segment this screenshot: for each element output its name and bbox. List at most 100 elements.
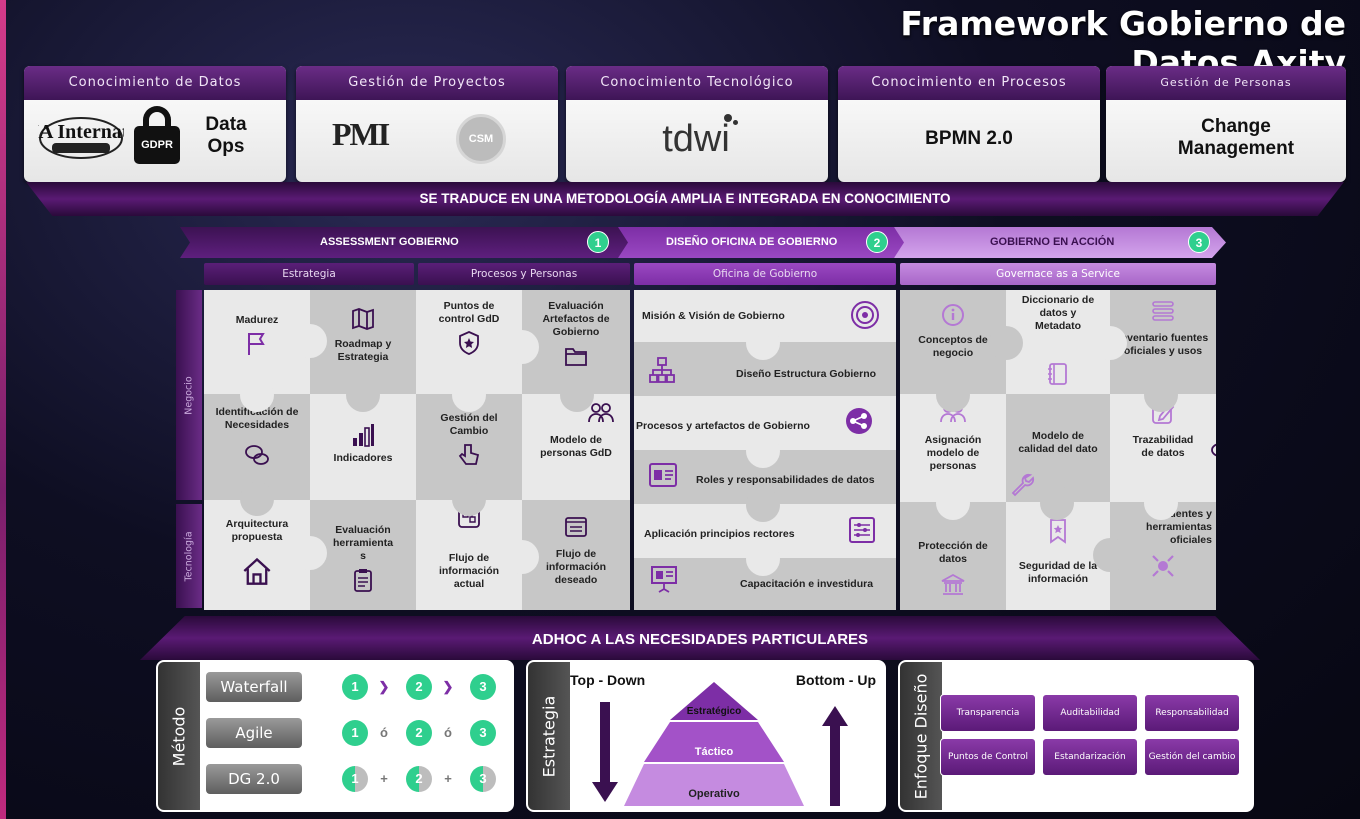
tile-artefactos: Evaluación Artefactos de Gobierno [522, 290, 630, 394]
map-icon [352, 308, 374, 330]
banner-top-text: SE TRADUCE EN UNA METODOLOGÍA AMPLIA E I… [419, 191, 951, 206]
hand-pointer-icon [458, 444, 480, 465]
puzzle-nub [346, 378, 380, 412]
presentation-board-icon [651, 566, 677, 593]
card-tecnologico: Conocimiento Tecnológico tdwi [566, 66, 828, 182]
flag-icon [248, 333, 265, 355]
tile-asignacion: Asignación modelo de personas [900, 394, 1006, 502]
office-row-label: Misión & Visión de Gobierno [642, 310, 785, 322]
sparkle-icon [1152, 555, 1174, 577]
office-row-label: Aplicación principios rectores [644, 528, 795, 540]
puzzle-nub [936, 378, 970, 412]
tile-label: Identificación de Necesidades [215, 406, 299, 431]
tile-label: Gestión del Cambio [440, 412, 498, 437]
gdpr-lock-icon: GDPR [134, 106, 180, 164]
puzzle-nub [1040, 486, 1074, 520]
pyramid-level-estrategico: Estratégico [686, 706, 742, 717]
dama-wordmark: DAMA International [38, 121, 124, 143]
subhead-oficina: Oficina de Gobierno [634, 263, 896, 285]
card-label: Conocimiento en Procesos [838, 66, 1100, 100]
method-label-text: Método [169, 706, 189, 766]
house-icon [243, 557, 271, 585]
arrow-chevron: ❯ [442, 679, 454, 694]
puzzle-nub [746, 326, 780, 360]
puzzle-nub [505, 330, 539, 364]
method-waterfall: Waterfall [206, 672, 302, 702]
phase-number-badge: 1 [587, 231, 609, 253]
tile-flujo-actual: Flujo de información actual [416, 500, 522, 610]
puzzle-nub [505, 540, 539, 574]
method-panel: Método Waterfall Agile DG 2.0 1 ❯ 2 ❯ 3 … [156, 660, 514, 812]
step-circle: 3 [470, 674, 496, 700]
tile-label: Fuentes y herramientas oficiales [1146, 508, 1212, 546]
subhead-gaas: Governace as a Service [900, 263, 1216, 285]
bpmn-text: BPMN 2.0 [925, 128, 1013, 149]
sliders-icon [849, 517, 875, 543]
tile-label: Inventario fuentes oficiales y usos [1117, 332, 1209, 357]
step-circle: 2 [406, 674, 432, 700]
step-circle: 3 [470, 720, 496, 746]
bookmark-star-icon [1050, 519, 1066, 544]
tdwi-wordmark: tdwi [662, 118, 730, 160]
tile-label: Evaluación herramienta s [332, 524, 394, 562]
puzzle-nub [293, 536, 327, 570]
id-card-icon [649, 463, 677, 487]
tile-label: Modelo de personas GdD [540, 434, 612, 459]
row-label-text: Negocio [183, 375, 195, 415]
row-label-text: Tecnología [183, 530, 195, 582]
wrench-icon [1011, 473, 1035, 497]
card-personas: Gestión de Personas Change Management [1106, 66, 1346, 182]
people-icon [588, 403, 614, 423]
folder-icon [565, 348, 587, 366]
subhead-procesos: Procesos y Personas [418, 263, 630, 285]
strategy-label: Estrategia [528, 662, 570, 810]
gaas-grid: Conceptos de negocio Diccionario de dato… [900, 290, 1216, 610]
pyramid-icon [624, 682, 804, 806]
tile-trazabilidad: Trazabilidad de datos [1110, 394, 1216, 502]
design-item: Estandarización [1042, 738, 1138, 776]
list-lines-icon [1152, 301, 1174, 321]
tile-evaluacion-herramientas: Evaluación herramienta s [310, 500, 416, 610]
puzzle-nub [1093, 538, 1127, 572]
target-icon [851, 301, 879, 329]
row-label-tecnologia: Tecnología [176, 504, 202, 608]
subhead-estrategia: Estrategia [204, 263, 414, 285]
puzzle-nub [746, 488, 780, 522]
step-circle: 2 [406, 720, 432, 746]
up-arrow-icon [822, 706, 848, 806]
info-circle-icon [942, 304, 964, 326]
tile-label: Protección de datos [918, 540, 988, 565]
design-item: Gestión del cambio [1144, 738, 1240, 776]
design-item: Auditabilidad [1042, 694, 1138, 732]
tile-conceptos: Conceptos de negocio [900, 290, 1006, 394]
design-item: Transparencia [940, 694, 1036, 732]
tile-inventario: Inventario fuentes oficiales y usos [1110, 290, 1216, 394]
tile-label: Asignación modelo de personas [924, 434, 982, 472]
network-circle-icon [846, 408, 872, 434]
dama-logo-icon: DAMA International [38, 117, 124, 159]
page-title-overlay: Framework Gobierno de [786, 4, 1346, 43]
page-title: Framework Gobierno de Datos Axity [900, 4, 1346, 82]
phase-label: DISEÑO OFICINA DE GOBIERNO [666, 236, 838, 248]
pmi-logo-icon: PMI [332, 116, 390, 152]
tile-madurez: Madurez [204, 290, 310, 394]
card-label: Gestión de Proyectos [296, 66, 558, 100]
tdwi-logo-icon: tdwi [636, 114, 756, 164]
tile-label: Madurez [235, 314, 279, 326]
office-row-label: Roles y responsabilidades de datos [696, 474, 875, 486]
banner-bottom: ADHOC A LAS NECESIDADES PARTICULARES [140, 616, 1260, 660]
tile-label: Trazabilidad de datos [1132, 434, 1194, 459]
tile-label: Seguridad de la información [1018, 560, 1098, 585]
method-dg20: DG 2.0 [206, 764, 302, 794]
puzzle-nub [746, 434, 780, 468]
card-datos: Conocimiento de Datos DAMA International… [24, 66, 286, 182]
row-label-negocio: Negocio [176, 290, 202, 500]
step-circle: 1 [342, 674, 368, 700]
puzzle-nub [452, 482, 486, 516]
puzzle-nub [936, 486, 970, 520]
puzzle-nub [989, 326, 1023, 360]
design-label: Enfoque Diseño [900, 662, 942, 810]
tile-label: Flujo de información actual [438, 552, 500, 590]
office-column: Misión & Visión de Gobierno Diseño Estru… [634, 290, 896, 610]
separator: + [444, 771, 452, 786]
